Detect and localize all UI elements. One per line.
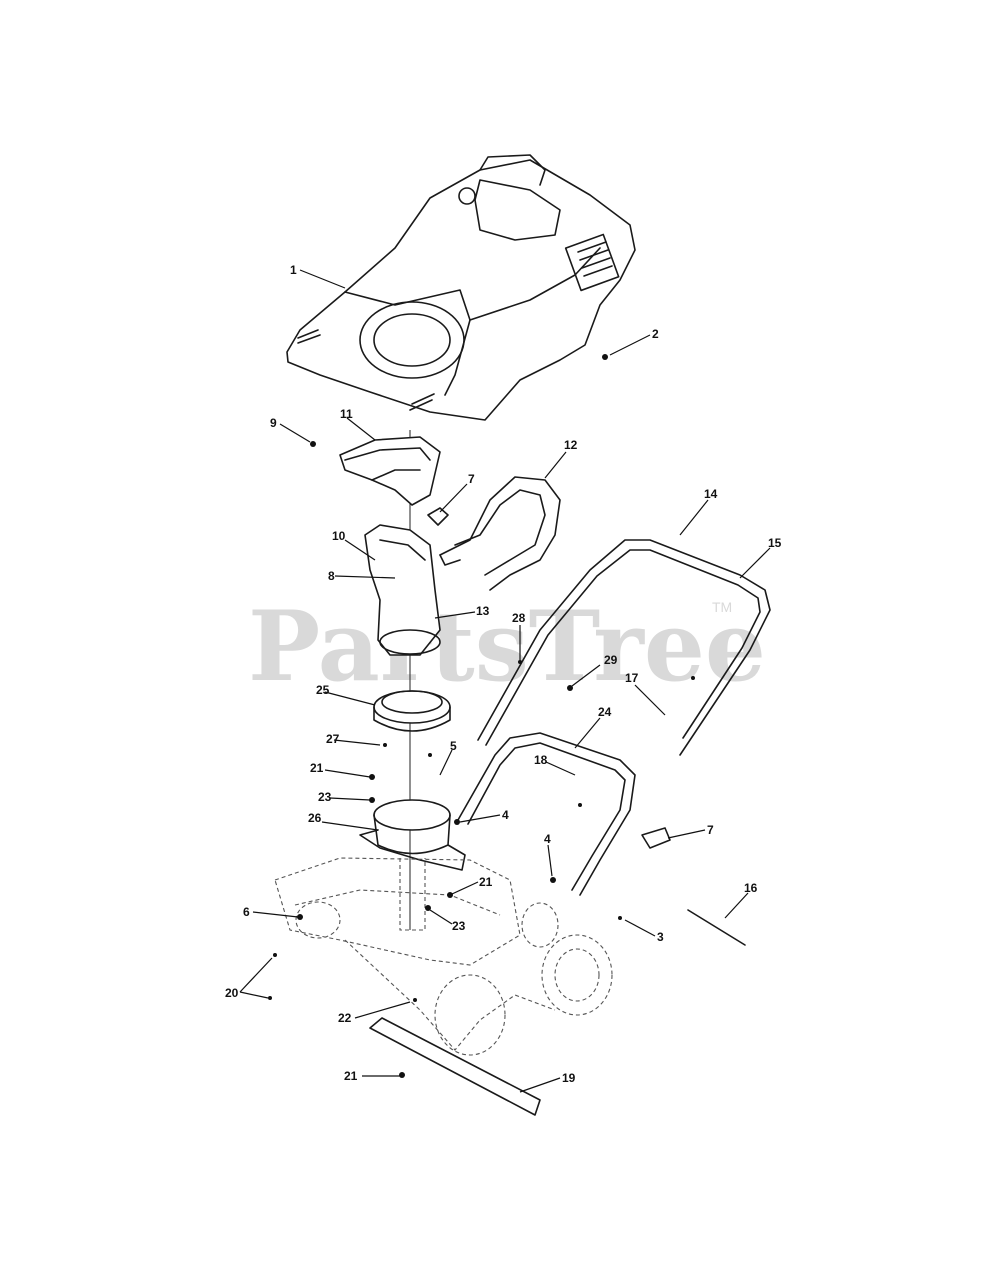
knob-part[interactable]: [427, 507, 671, 849]
callout-20: 20: [225, 986, 239, 1000]
callout-28: 28: [512, 611, 526, 625]
chute-deflector-part[interactable]: [339, 436, 441, 506]
callout-labels: 1 2 9 11 12 7 14 15 10 8 13 28 29 17 25 …: [225, 263, 782, 1085]
callout-5: 5: [450, 739, 457, 753]
callout-24: 24: [598, 705, 612, 719]
callout-23-b: 23: [452, 919, 466, 933]
callout-26: 26: [308, 811, 322, 825]
callout-4-a: 4: [502, 808, 509, 822]
callout-6: 6: [243, 905, 250, 919]
watermark-tm: TM: [712, 599, 732, 615]
watermark: PartsTree: [248, 590, 766, 703]
hardware: [268, 354, 695, 1078]
callout-15: 15: [768, 536, 782, 550]
auger-housing: [274, 857, 613, 1056]
leader-lines: [239, 269, 771, 1093]
callout-13: 13: [476, 604, 490, 618]
lower-handle-part[interactable]: [457, 732, 636, 896]
callout-21-c: 21: [344, 1069, 358, 1083]
callout-1: 1: [290, 263, 297, 277]
callout-7-top: 7: [468, 472, 475, 486]
callout-14: 14: [704, 487, 718, 501]
callout-7-right: 7: [707, 823, 714, 837]
chute-ring-part[interactable]: [373, 690, 451, 732]
callout-3: 3: [657, 930, 664, 944]
scraper-bar-part[interactable]: [369, 1017, 541, 1116]
shroud-part[interactable]: [286, 154, 636, 421]
callout-25: 25: [316, 683, 330, 697]
callout-27: 27: [326, 732, 340, 746]
callout-18: 18: [534, 753, 548, 767]
callout-4-b: 4: [544, 832, 551, 846]
callout-10: 10: [332, 529, 346, 543]
callout-16: 16: [744, 881, 758, 895]
callout-21-a: 21: [310, 761, 324, 775]
callout-17: 17: [625, 671, 639, 685]
callout-29: 29: [604, 653, 618, 667]
callout-2: 2: [652, 327, 659, 341]
callout-12: 12: [564, 438, 578, 452]
callout-21-b: 21: [479, 875, 493, 889]
rod-part[interactable]: [687, 909, 746, 946]
upper-chute-part[interactable]: [364, 524, 441, 656]
callout-11: 11: [340, 407, 353, 421]
callout-8: 8: [328, 569, 335, 583]
chute-handle-part[interactable]: [439, 476, 561, 591]
callout-9: 9: [270, 416, 277, 430]
upper-handle-part[interactable]: [477, 539, 771, 756]
callout-22: 22: [338, 1011, 352, 1025]
callout-23-a: 23: [318, 790, 332, 804]
chute-base-part[interactable]: [359, 799, 466, 871]
callout-19: 19: [562, 1071, 576, 1085]
